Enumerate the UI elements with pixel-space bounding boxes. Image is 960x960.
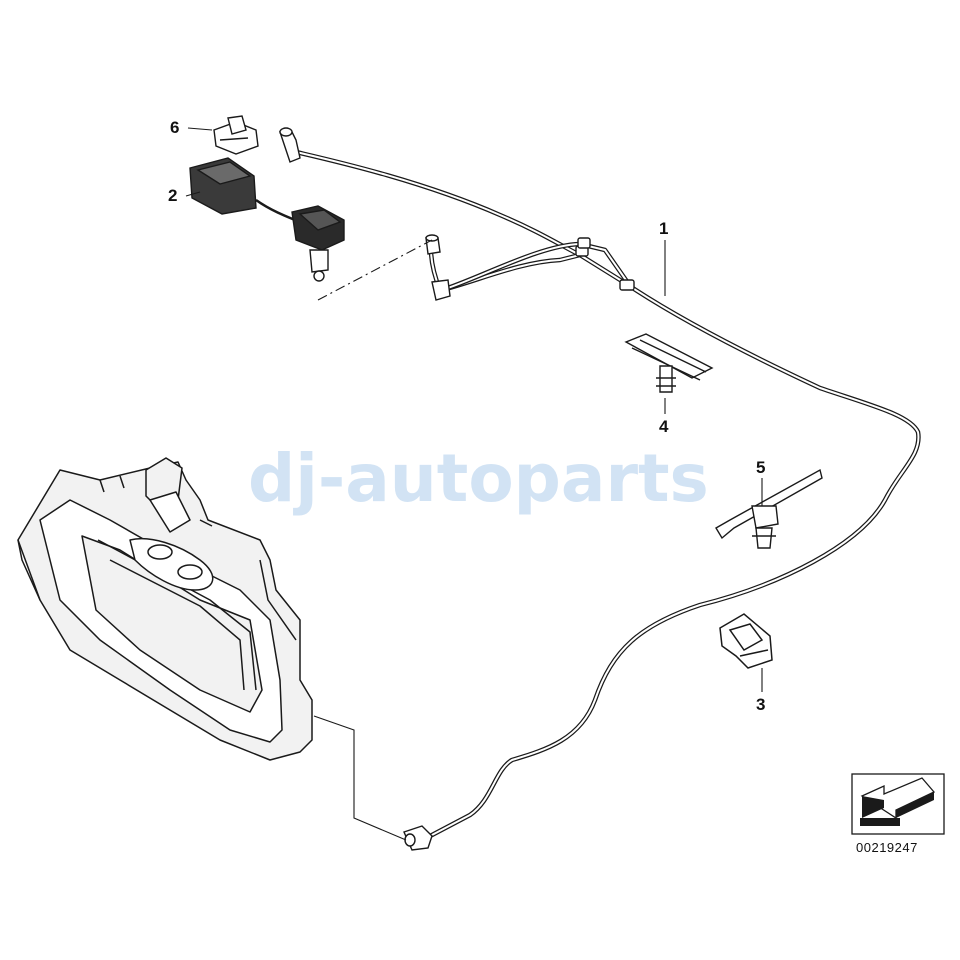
callout-4: 4 — [659, 417, 669, 436]
watermark: dj-autoparts — [248, 440, 709, 517]
leader-reservoir — [313, 715, 407, 841]
callout-1: 1 — [659, 219, 669, 238]
callout-3: 3 — [756, 695, 766, 714]
callout-5: 5 — [756, 458, 766, 477]
washer-fluid-reservoir — [17, 457, 313, 761]
dash-leader-nozzle — [317, 239, 433, 301]
clip-part-3 — [719, 613, 773, 669]
hose-connectors — [279, 127, 635, 851]
callout-leaders — [185, 127, 763, 692]
washer-hose — [293, 149, 921, 838]
document-number: 00219247 — [856, 840, 918, 855]
clip-strip-part-4 — [624, 333, 714, 393]
clip-part-6 — [213, 115, 259, 155]
callout-6: 6 — [170, 118, 180, 137]
nozzle-connector-part-2 — [189, 157, 345, 282]
holder-part-5 — [715, 468, 823, 549]
arrow-pointing-left-icon — [851, 773, 945, 835]
callout-2: 2 — [168, 186, 178, 205]
